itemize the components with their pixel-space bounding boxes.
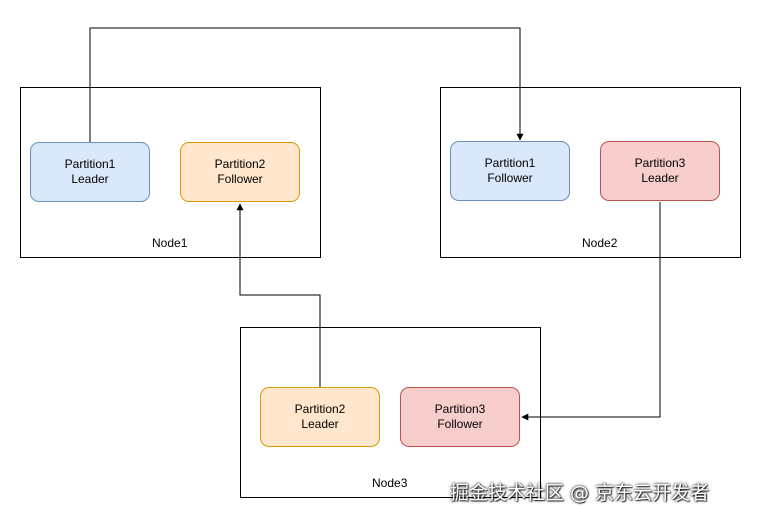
partition3-follower[interactable]: Partition3 Follower (400, 387, 520, 447)
partition1-leader[interactable]: Partition1 Leader (30, 142, 150, 202)
partition2-leader[interactable]: Partition2 Leader (260, 387, 380, 447)
partition3-leader[interactable]: Partition3 Leader (600, 141, 720, 201)
partition-name: Partition1 (64, 157, 116, 171)
partition-role: Follower (487, 171, 533, 185)
partition-name: Partition3 (434, 402, 486, 416)
partition-name: Partition1 (484, 156, 536, 170)
partition1-follower[interactable]: Partition1 Follower (450, 141, 570, 201)
partition2-follower[interactable]: Partition2 Follower (180, 142, 300, 202)
partition-role: Follower (217, 172, 263, 186)
watermark-text: 掘金技术社区 @ 京东云开发者 (450, 482, 710, 504)
partition-name: Partition2 (294, 402, 346, 416)
node3-label: Node3 (372, 476, 408, 490)
partition-role: Leader (71, 172, 109, 186)
partition-role: Leader (301, 417, 339, 431)
partition-role: Follower (437, 417, 483, 431)
node1-label: Node1 (152, 236, 188, 250)
partition-name: Partition2 (214, 157, 266, 171)
node2-label: Node2 (582, 236, 618, 250)
partition-name: Partition3 (634, 156, 686, 170)
partition-role: Leader (641, 171, 679, 185)
